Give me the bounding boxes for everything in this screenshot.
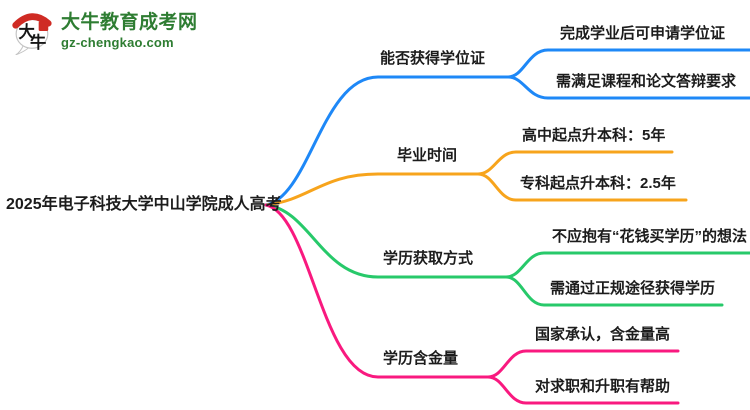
brand-text-block: 大牛教育成考网 gz-chengkao.com (61, 11, 198, 50)
branch-1-child-1-line (506, 48, 750, 79)
leaf-no-buying-credentials: 不应抱有“花钱买学历”的想法 (552, 228, 748, 245)
brand-name: 大牛教育成考网 (61, 11, 198, 33)
branch-4-child-2-line (486, 375, 680, 405)
leaf-formal-channels: 需通过正规途径获得学历 (550, 280, 716, 297)
branch-3-child-2-line (504, 275, 724, 307)
branch-3-child-1-line (504, 251, 750, 279)
logo-char-top: 大 (19, 23, 36, 42)
branch-label-credential-value: 学历含金量 (383, 350, 459, 367)
branch-2-child-1-line (476, 150, 674, 176)
branch-lines-degree-certificate (264, 48, 750, 207)
logo-red-seal (38, 21, 49, 31)
root-node: 2025年电子科技大学中山学院成人高考 (6, 196, 282, 213)
daniu-logo-icon: 大 牛 (12, 13, 52, 55)
leaf-college-to-bachelor: 专科起点升本科：2.5年 (520, 175, 676, 192)
branch-1-child-2-line (506, 75, 750, 100)
leaf-job-promotion-help: 对求职和升职有帮助 (535, 378, 671, 395)
branch-4-child-1-line (486, 349, 680, 379)
branch-label-degree-certificate: 能否获得学位证 (380, 50, 486, 67)
branch-label-graduation-time: 毕业时间 (397, 147, 458, 164)
branch-2-child-2-line (476, 172, 688, 202)
branch-lines-graduation-time (264, 150, 688, 207)
leaf-apply-degree: 完成学业后可申请学位证 (560, 25, 726, 42)
logo-bubble-tail (15, 44, 30, 55)
leaf-highschool-to-bachelor: 高中起点升本科：5年 (522, 127, 666, 144)
branch-lines-credential-method (264, 203, 750, 307)
branch-2-trunk-line (264, 172, 480, 207)
logo-char-bottom: 牛 (30, 33, 46, 52)
branch-3-trunk-line (264, 203, 508, 279)
leaf-course-thesis-requirements: 需满足课程和论文答辩要求 (556, 73, 737, 90)
leaf-nationally-recognized: 国家承认，含金量高 (535, 326, 671, 343)
branch-4-trunk-line (264, 203, 490, 379)
branch-1-trunk-line (264, 75, 510, 207)
logo-red-arc (12, 13, 52, 29)
branch-lines-credential-value (264, 203, 680, 405)
branch-label-credential-method: 学历获取方式 (383, 250, 474, 267)
brand-domain: gz-chengkao.com (61, 34, 174, 50)
brand-header: 大 牛 大牛教育成考网 gz-chengkao.com (8, 7, 198, 55)
